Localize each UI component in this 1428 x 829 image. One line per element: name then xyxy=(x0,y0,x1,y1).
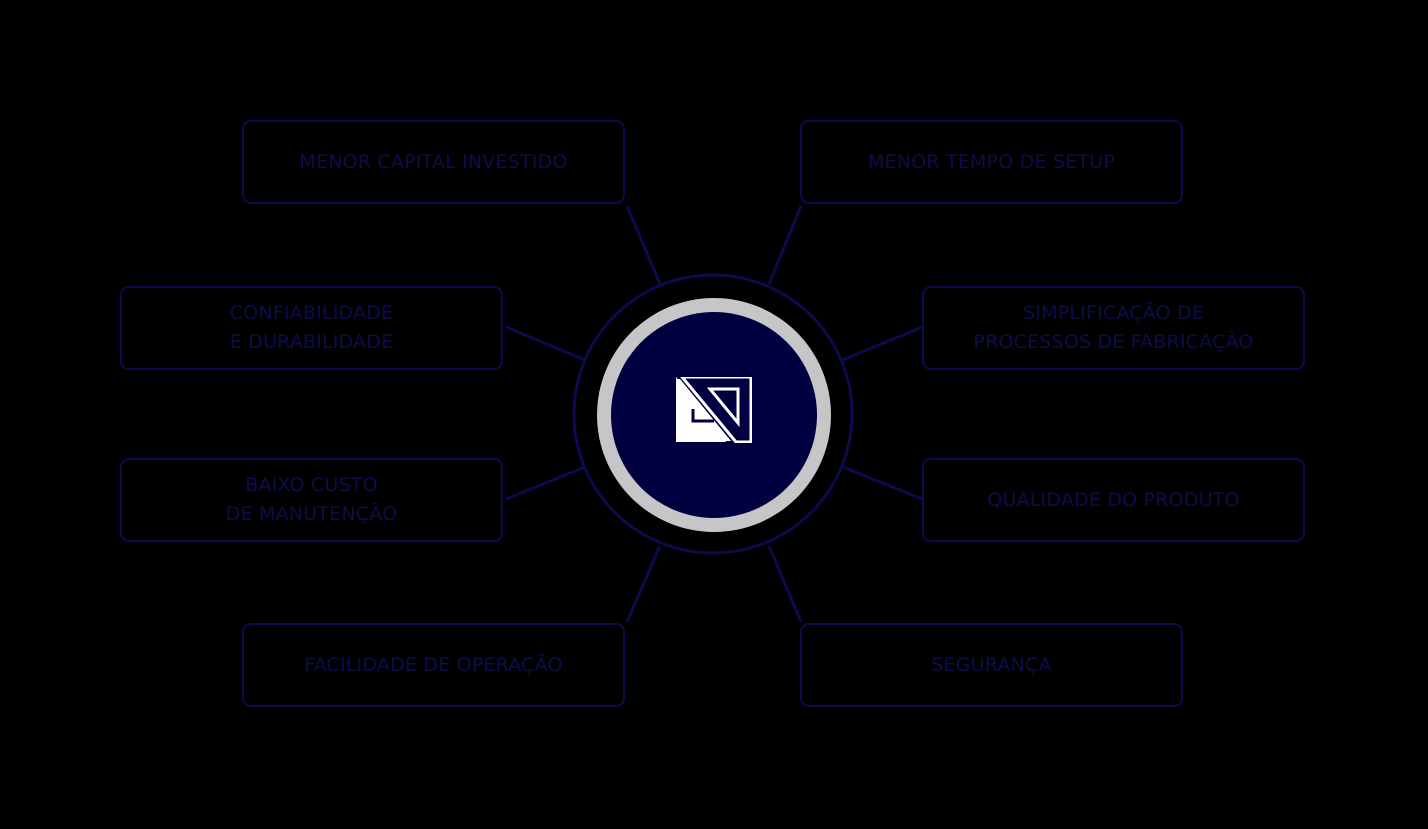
connector xyxy=(767,205,803,285)
benefit-label: MENOR TEMPO DE SETUP xyxy=(868,150,1115,173)
benefit-box-safety: SEGURANÇA xyxy=(800,623,1183,707)
benefit-label: BAIXO CUSTO DE MANUTENÇÃO xyxy=(225,474,398,525)
benefit-label: SEGURANÇA xyxy=(931,653,1052,676)
connector xyxy=(625,205,662,285)
benefit-label: SIMPLIFICAÇÃO DE PROCESSOS DE FABRICAÇÃO xyxy=(973,302,1254,353)
connector xyxy=(505,325,586,362)
connector xyxy=(505,465,586,501)
connector xyxy=(842,465,923,501)
benefit-box-reliability: CONFIABILIDADE E DURABILIDADE xyxy=(120,286,503,370)
benefit-box-setup: MENOR TEMPO DE SETUP xyxy=(800,120,1183,204)
benefit-box-quality: QUALIDADE DO PRODUTO xyxy=(922,458,1305,542)
benefit-label: FACILIDADE DE OPERAÇÃO xyxy=(304,653,563,676)
benefit-label: MENOR CAPITAL INVESTIDO xyxy=(299,150,568,173)
benefit-box-operation: FACILIDADE DE OPERAÇÃO xyxy=(242,623,625,707)
benefit-label: CONFIABILIDADE E DURABILIDADE xyxy=(229,302,394,353)
outer-ring xyxy=(572,273,854,555)
connector xyxy=(767,545,803,623)
benefit-box-maintenance: BAIXO CUSTO DE MANUTENÇÃO xyxy=(120,458,503,542)
benefit-box-simplification: SIMPLIFICAÇÃO DE PROCESSOS DE FABRICAÇÃO xyxy=(922,286,1305,370)
company-logo-icon xyxy=(676,377,752,443)
connector xyxy=(842,325,923,362)
benefit-label: QUALIDADE DO PRODUTO xyxy=(987,488,1240,511)
benefit-box-capital: MENOR CAPITAL INVESTIDO xyxy=(242,120,625,204)
connector xyxy=(625,545,662,623)
